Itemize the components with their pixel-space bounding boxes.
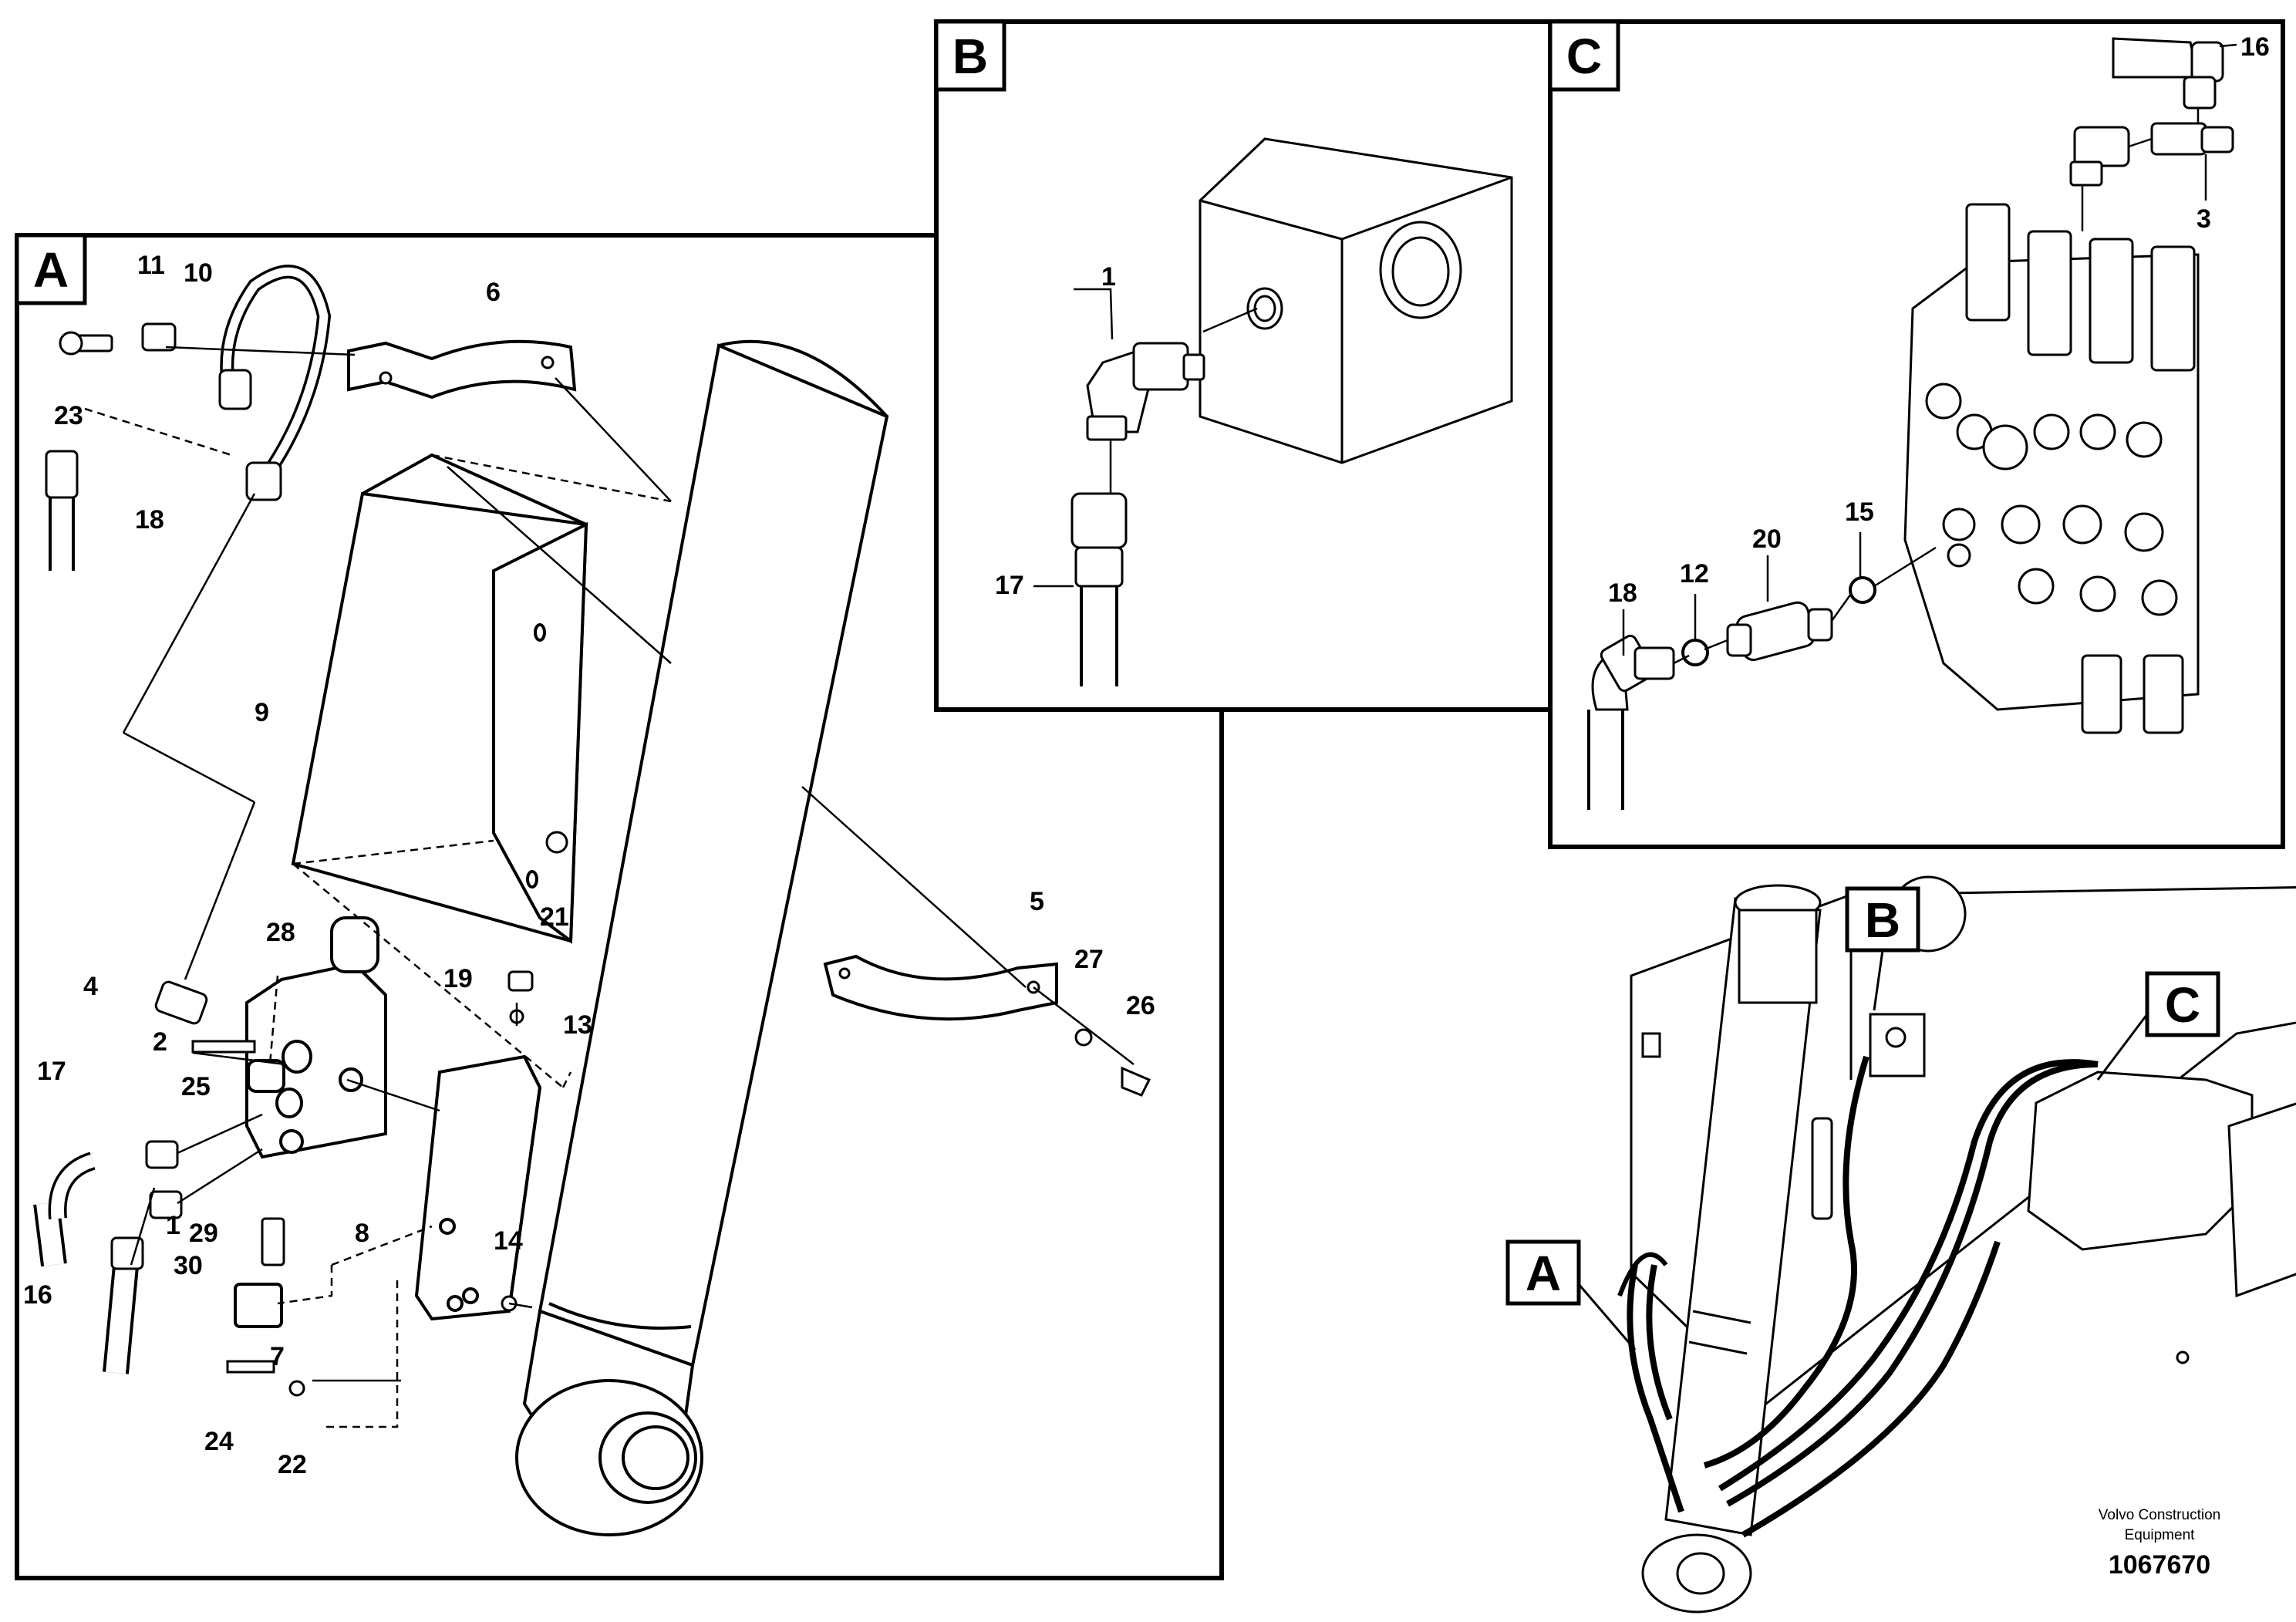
overview-tag-b: B <box>1865 892 1900 948</box>
valve-block-b <box>1199 137 1513 464</box>
callout-a-9: 9 <box>255 698 269 727</box>
callout-a-8: 8 <box>355 1219 369 1248</box>
callout-a-14: 14 <box>494 1226 523 1256</box>
callout-b-1: 1 <box>1101 262 1116 292</box>
overview-tag-c: C <box>2165 977 2200 1033</box>
control-valve <box>1903 203 2200 734</box>
callout-a-10: 10 <box>184 258 213 288</box>
callouts-panel-a: 4 2 25 17 1 16 29 30 7 24 22 8 14 19 13 … <box>23 251 1155 1479</box>
panel-c-letter: C <box>1566 29 1602 84</box>
callout-a-2: 2 <box>153 1027 167 1057</box>
callout-c-20: 20 <box>1752 524 1782 554</box>
company-name-line2: Equipment <box>2125 1527 2196 1543</box>
callout-a-4: 4 <box>83 972 98 1001</box>
panel-b: B 1 17 <box>934 19 1553 712</box>
panel-b-letter: B <box>952 29 988 84</box>
callout-a-16: 16 <box>23 1280 52 1310</box>
callout-c-16: 16 <box>2240 32 2270 62</box>
callout-a-1: 1 <box>166 1211 180 1240</box>
drawing-number: 1067670 <box>2109 1550 2210 1580</box>
callout-a-7: 7 <box>270 1342 285 1371</box>
valve-block-28 <box>245 916 387 1159</box>
callout-a-11: 11 <box>137 251 165 280</box>
callout-a-25: 25 <box>181 1072 211 1101</box>
callout-a-24: 24 <box>204 1427 234 1456</box>
panel-a: A <box>15 233 1224 1580</box>
callout-a-19: 19 <box>443 964 473 993</box>
company-name-line1: Volvo Construction <box>2099 1507 2220 1523</box>
callout-a-13: 13 <box>563 1010 592 1040</box>
callout-a-6: 6 <box>486 278 501 307</box>
clamp-5 <box>823 954 1058 1021</box>
callout-a-21: 21 <box>540 902 569 932</box>
footer: Volvo Construction Equipment 1067670 <box>2099 1507 2220 1580</box>
callout-a-29: 29 <box>189 1219 218 1248</box>
callout-a-26: 26 <box>1126 991 1155 1020</box>
callout-a-30: 30 <box>174 1251 203 1280</box>
callout-c-3: 3 <box>2197 204 2211 234</box>
callout-a-23: 23 <box>54 401 83 430</box>
panel-c: C <box>1548 19 2285 849</box>
callout-a-17: 17 <box>37 1057 66 1086</box>
callout-a-18: 18 <box>135 505 164 534</box>
callout-c-12: 12 <box>1680 559 1709 588</box>
overview-tags: A B C <box>1505 886 2220 1351</box>
callout-a-5: 5 <box>1030 887 1044 916</box>
hydraulic-cylinder <box>515 339 889 1536</box>
callout-c-18: 18 <box>1608 578 1637 608</box>
panel-a-letter: A <box>33 242 69 298</box>
callout-b-17: 17 <box>995 571 1024 600</box>
overview-illustration <box>1617 875 2296 1614</box>
callout-a-22: 22 <box>278 1450 307 1479</box>
clamp-6 <box>347 339 577 400</box>
callout-a-27: 27 <box>1074 945 1104 974</box>
overview-tag-a: A <box>1526 1246 1561 1301</box>
callout-a-28: 28 <box>266 918 295 947</box>
callout-c-15: 15 <box>1845 497 1874 527</box>
